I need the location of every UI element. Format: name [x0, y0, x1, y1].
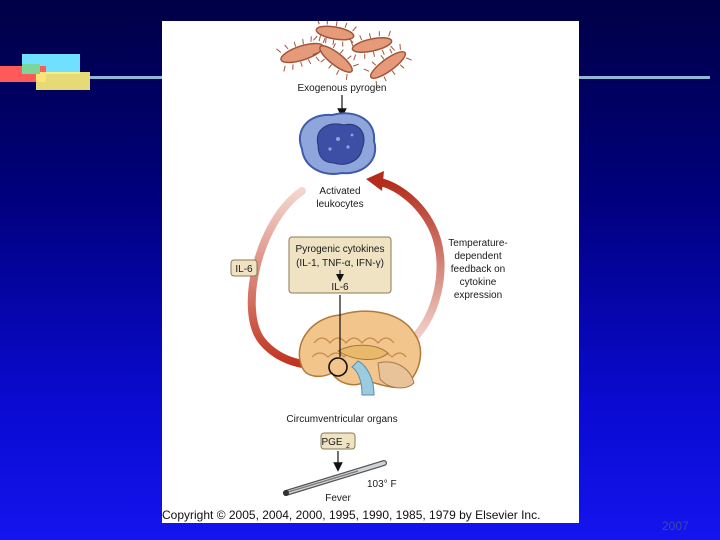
cytokine-box-line2: (IL-1, TNF-α, IFN-γ) [296, 258, 384, 269]
bacteria-icon [276, 21, 412, 87]
footer-year: 2007 [662, 519, 689, 533]
feedback-arrow [372, 177, 445, 347]
copyright-text: Copyright © 2005, 2004, 2000, 1995, 1990… [162, 508, 541, 522]
feedback-label-line1: Temperature- [448, 238, 507, 249]
feedback-label-line2: dependent [454, 251, 501, 262]
decorative-line-left [90, 76, 162, 79]
cytokine-box [288, 236, 392, 294]
decorative-line-right [579, 76, 710, 79]
il6-side-box [230, 259, 258, 277]
pge2-label: PGE [321, 437, 342, 448]
leukocyte-icon [299, 112, 377, 175]
feedback-arrowhead [366, 171, 384, 191]
fever-label: Fever [325, 493, 351, 504]
pge2-subscript: 2 [346, 443, 350, 450]
temperature-label: 103° F [367, 479, 397, 490]
feedback-label-line4: cytokine [460, 277, 497, 288]
pge2-box [320, 432, 356, 450]
il6-side-label: IL-6 [235, 264, 253, 275]
feedback-label-line3: feedback on [451, 264, 506, 275]
feedback-label-line5: expression [454, 290, 502, 301]
decorative-block-green [22, 64, 40, 74]
figure-panel: Exogenous pyrogen Activated leukocytes I… [162, 21, 579, 523]
thermometer-icon [283, 460, 387, 496]
circumventricular-highlight [328, 357, 348, 377]
cytokine-box-line3: IL-6 [331, 282, 349, 293]
decorative-block-yellow [36, 72, 90, 90]
fever-pathway-diagram: Exogenous pyrogen Activated leukocytes I… [230, 21, 508, 504]
circumventricular-label: Circumventricular organs [286, 414, 397, 425]
brain-icon [298, 310, 422, 396]
cytokine-box-line1: Pyrogenic cytokines [296, 244, 385, 255]
activated-label-line1: Activated [319, 186, 360, 197]
exogenous-pyrogen-label: Exogenous pyrogen [298, 83, 387, 94]
activated-label-line2: leukocytes [316, 199, 363, 210]
